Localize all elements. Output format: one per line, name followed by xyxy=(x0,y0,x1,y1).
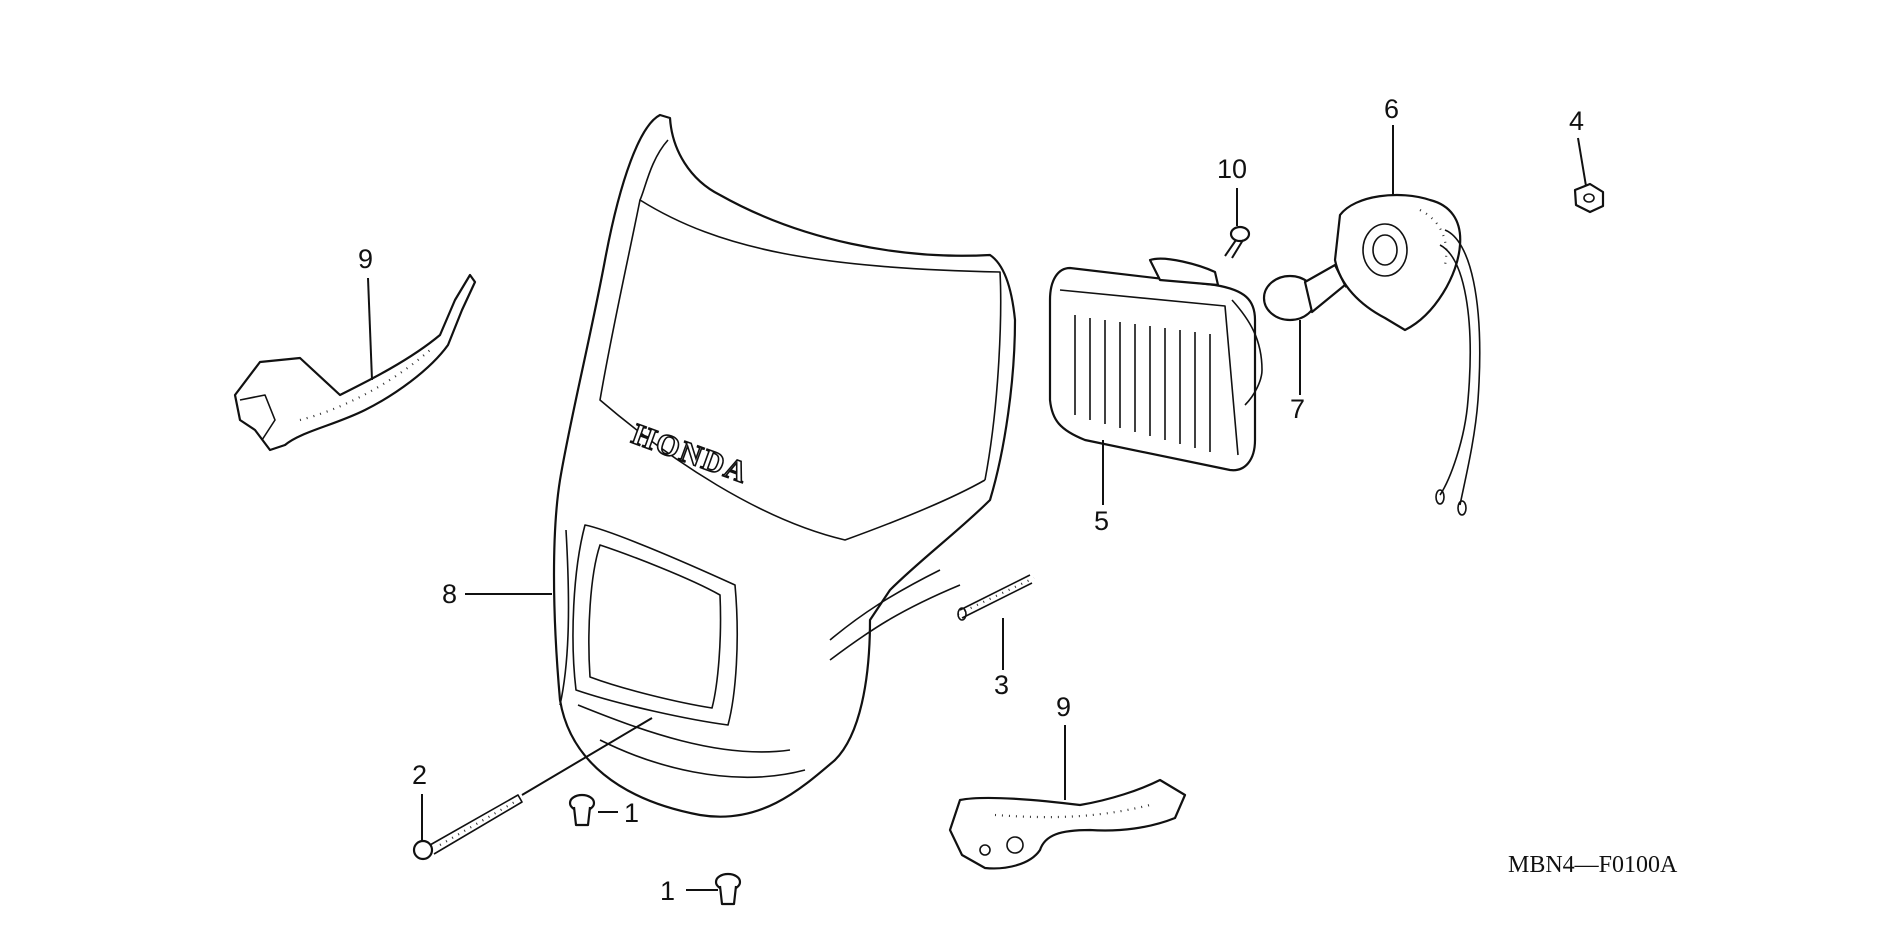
spring xyxy=(957,574,1035,621)
callout-nut: 4 xyxy=(1569,106,1584,136)
callout-small-screw: 10 xyxy=(1217,154,1247,184)
stay-left xyxy=(233,273,477,452)
callout-spring: 3 xyxy=(994,670,1009,700)
callout-bolt-lower: 1 xyxy=(660,876,675,906)
headlight-cover: HONDA xyxy=(552,113,1017,818)
callout-long-screw: 2 xyxy=(412,760,427,790)
callout-socket: 6 xyxy=(1384,94,1399,124)
callouts: 9 8 2 1 1 3 9 5 10 7 6 4 xyxy=(358,94,1584,906)
callout-stay-left: 9 xyxy=(358,244,373,274)
diagram-code: MBN4—F0100A xyxy=(1508,852,1678,878)
callout-headlight-cover: 8 xyxy=(442,579,457,609)
socket xyxy=(1333,193,1481,516)
bolt-lower xyxy=(714,872,742,906)
bolt-front xyxy=(568,793,596,827)
small-screw xyxy=(1224,225,1251,259)
long-screw xyxy=(412,794,523,861)
callout-bolt-front: 1 xyxy=(624,798,639,828)
callout-headlight-unit: 5 xyxy=(1094,506,1109,536)
lens-ribs xyxy=(1074,315,1211,452)
stay-right xyxy=(948,778,1187,870)
callout-bulb: 7 xyxy=(1290,394,1305,424)
headlight-unit xyxy=(1048,257,1263,472)
leader-lines xyxy=(367,125,1587,891)
callout-stay-right: 9 xyxy=(1056,692,1071,722)
nut xyxy=(1573,182,1605,214)
